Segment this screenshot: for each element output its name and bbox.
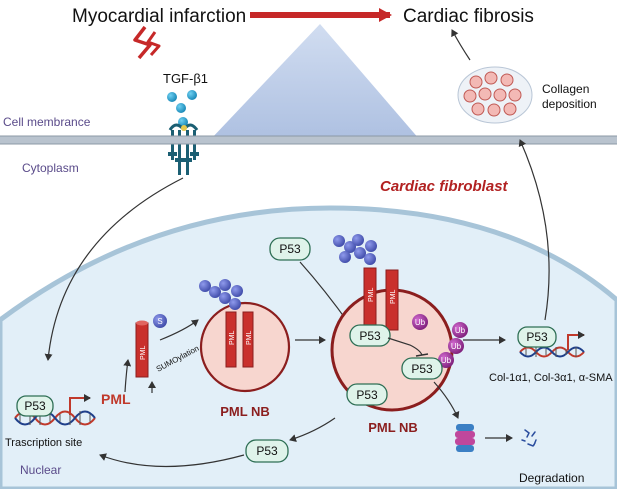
pml-protein-free-label: PML bbox=[140, 346, 147, 361]
target-genes-label: Col-1α1, Col-3α1, α-SMA bbox=[489, 372, 613, 384]
ub-3-label: Ub bbox=[451, 342, 462, 351]
pml-right-b-label: PML bbox=[390, 290, 397, 305]
p53-released-label: P53 bbox=[256, 444, 278, 458]
sumo-free-label: S bbox=[157, 317, 162, 326]
arrow-to-fibrosis bbox=[451, 29, 471, 61]
sumo-chain-left bbox=[199, 279, 243, 310]
pml-nb-left-label: PML NB bbox=[220, 404, 270, 419]
arrow-to-collagen bbox=[518, 139, 550, 321]
p53-in-nb bbox=[349, 324, 391, 347]
ub-4 bbox=[438, 352, 454, 368]
degraded-fragments-icon bbox=[521, 429, 537, 447]
p53-ubiquitinated bbox=[401, 357, 443, 380]
nuclear-label: Nuclear bbox=[20, 463, 61, 477]
header-left-text: Myocardial infarction bbox=[72, 6, 246, 27]
pml-gene-label: PML bbox=[101, 391, 131, 407]
tgf-ligand-icon bbox=[167, 90, 197, 127]
p53-transcription bbox=[16, 395, 54, 417]
collagen-label-line1: Collagen bbox=[542, 82, 589, 96]
pml-nb-left-proteins bbox=[225, 311, 254, 368]
pml-right-a-label: PML bbox=[368, 288, 375, 303]
ub-3 bbox=[448, 338, 464, 354]
arrow-sumoylation bbox=[159, 319, 199, 341]
pml-left-a-label: PML bbox=[229, 331, 236, 346]
pml-left-b-label: PML bbox=[246, 331, 253, 346]
cell-membrane bbox=[0, 136, 617, 144]
p53-target-label: P53 bbox=[526, 330, 548, 344]
p53-nb-lower bbox=[346, 383, 388, 406]
ub-1-label: Ub bbox=[415, 318, 426, 327]
p53-released bbox=[245, 439, 289, 463]
collagen-label-line2: deposition bbox=[542, 97, 597, 111]
ub-4-label: Ub bbox=[441, 356, 452, 365]
tgf-label: TGF-β1 bbox=[163, 71, 208, 86]
p53-in-nb-label: P53 bbox=[359, 329, 381, 343]
dna-right-icon bbox=[519, 331, 585, 358]
p53-transcription-label: P53 bbox=[24, 399, 46, 413]
transcription-site-label: Trascription site bbox=[5, 437, 82, 449]
ub-2-label: Ub bbox=[455, 326, 466, 335]
degradation-label: Degradation bbox=[519, 471, 584, 485]
header-right-text: Cardiac fibrosis bbox=[403, 6, 534, 27]
proteasome-icon bbox=[455, 424, 475, 452]
sumo-chain-right bbox=[333, 234, 377, 265]
tgf-receptor-icon bbox=[168, 123, 199, 175]
cytoplasm-label: Cytoplasm bbox=[22, 161, 79, 175]
funnel-triangle bbox=[210, 24, 420, 140]
arrow-to-proteasome bbox=[433, 381, 460, 419]
p53-nb-lower-label: P53 bbox=[356, 388, 378, 402]
arrow-gene-to-protein bbox=[123, 359, 132, 393]
pml-protein-free bbox=[135, 320, 149, 378]
arrow-receptor-to-nucleus bbox=[44, 177, 184, 361]
p53-target bbox=[517, 326, 557, 348]
cell-membrane-label: Cell membrance bbox=[3, 115, 91, 129]
ub-2 bbox=[452, 322, 468, 338]
lightning-icon bbox=[133, 25, 161, 60]
p53-ubiquitinated-label: P53 bbox=[411, 362, 433, 376]
p53-cytosolic bbox=[269, 237, 311, 261]
arrow-p53-to-transcription bbox=[99, 453, 245, 468]
pml-nb-right-proteins bbox=[363, 267, 399, 331]
p53-cytosolic-label: P53 bbox=[279, 242, 301, 256]
cardiac-fibroblast-label: Cardiac fibroblast bbox=[380, 178, 509, 195]
arrow-nb-to-p53 bbox=[289, 417, 336, 442]
pml-nb-right-label: PML NB bbox=[368, 420, 418, 435]
ub-1 bbox=[412, 314, 428, 330]
sumo-free bbox=[153, 314, 167, 328]
collagen-icon bbox=[457, 66, 533, 124]
nucleus bbox=[0, 205, 617, 489]
inhibition-line bbox=[387, 337, 423, 356]
